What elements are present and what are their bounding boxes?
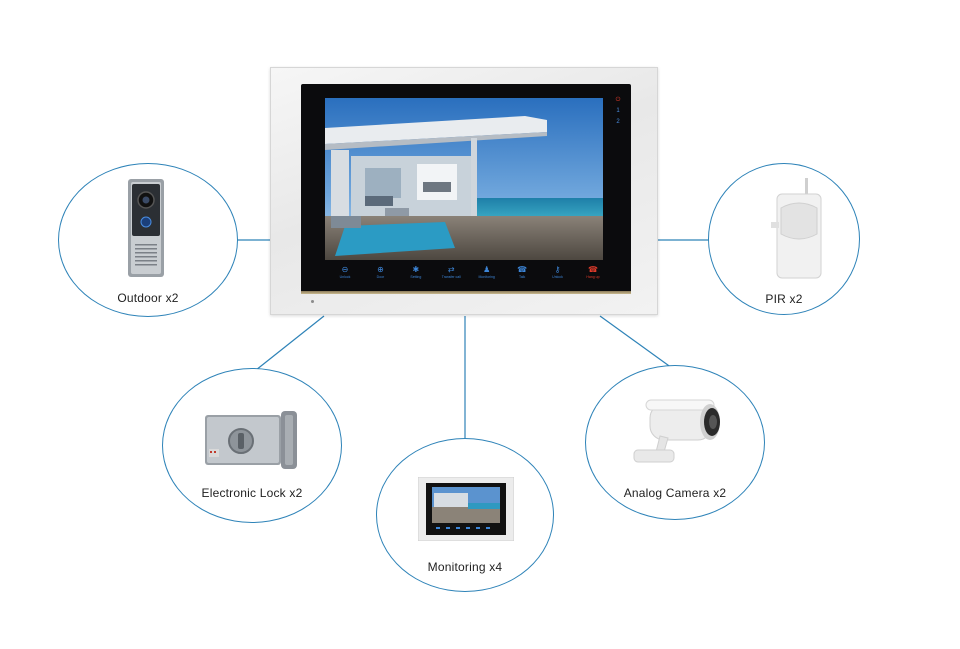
- bezel-trim: [301, 291, 631, 294]
- pir-device: PIR x2: [708, 163, 860, 315]
- camera-label: Analog Camera x2: [623, 486, 727, 500]
- minus-circle-icon: ⊖: [341, 265, 349, 274]
- outdoor-device: Outdoor x2: [58, 163, 238, 317]
- touch-key-0[interactable]: ⊖Unlock: [329, 265, 361, 287]
- touch-key-label: Door: [376, 275, 385, 279]
- touch-key-5[interactable]: ☎Talk: [506, 265, 538, 287]
- lock-label: Electronic Lock x2: [201, 486, 303, 500]
- plus-circle-icon: ⊕: [377, 265, 384, 274]
- touch-key-6[interactable]: ⚷Unlock: [542, 265, 574, 287]
- pir-label: PIR x2: [765, 292, 803, 306]
- hangup-icon: ☎: [587, 265, 598, 274]
- status-indicators: ⏻ 1 2: [611, 96, 625, 126]
- indoor-monitor: ⏻ 1 2 ⊖Unlock⊕Door✱Setting⇄Transfer call…: [270, 67, 658, 315]
- touch-key-label: Hang up: [586, 275, 600, 279]
- touch-key-bar: ⊖Unlock⊕Door✱Setting⇄Transfer call♟Monit…: [329, 265, 609, 287]
- monitoring-label: Monitoring x4: [427, 560, 503, 574]
- channel-2-indicator: 2: [616, 119, 620, 125]
- touch-key-4[interactable]: ♟Monitoring: [471, 265, 503, 287]
- outdoor-station-image: [128, 179, 164, 277]
- touch-key-7[interactable]: ☎Hang up: [577, 265, 609, 287]
- transfer-icon: ⇄: [447, 265, 455, 274]
- channel-1-indicator: 1: [616, 108, 620, 114]
- monitor-thumbnail-image: [418, 477, 514, 541]
- monitor-bezel: ⏻ 1 2 ⊖Unlock⊕Door✱Setting⇄Transfer call…: [301, 84, 631, 294]
- monitoring-device: Monitoring x4: [376, 438, 554, 592]
- connector-camera: [599, 315, 673, 369]
- outdoor-label: Outdoor x2: [117, 291, 179, 305]
- key-icon: ⚷: [554, 265, 561, 274]
- pir-sensor-image: [771, 178, 822, 279]
- monitor-screen-image: [325, 98, 603, 260]
- power-indicator-icon: ⏻: [615, 97, 621, 103]
- touch-key-label: Unlock: [552, 275, 563, 279]
- touch-key-label: Monitoring: [478, 275, 495, 279]
- touch-key-label: Unlock: [339, 275, 351, 279]
- analog-camera-image: [633, 399, 720, 463]
- touch-key-2[interactable]: ✱Setting: [400, 265, 432, 287]
- handset-icon: ☎: [517, 265, 528, 274]
- gear-icon: ✱: [412, 265, 420, 274]
- touch-key-1[interactable]: ⊕Door: [364, 265, 396, 287]
- microphone-dot: [311, 300, 314, 303]
- touch-key-3[interactable]: ⇄Transfer call: [435, 265, 467, 287]
- touch-key-label: Transfer call: [441, 275, 461, 279]
- person-icon: ♟: [483, 265, 491, 274]
- camera-device: Analog Camera x2: [585, 365, 765, 520]
- touch-key-label: Talk: [518, 275, 526, 279]
- connector-lock: [255, 315, 325, 371]
- touch-key-label: Setting: [410, 275, 422, 279]
- electronic-lock-image: [205, 411, 297, 469]
- lock-device: Electronic Lock x2: [162, 368, 342, 523]
